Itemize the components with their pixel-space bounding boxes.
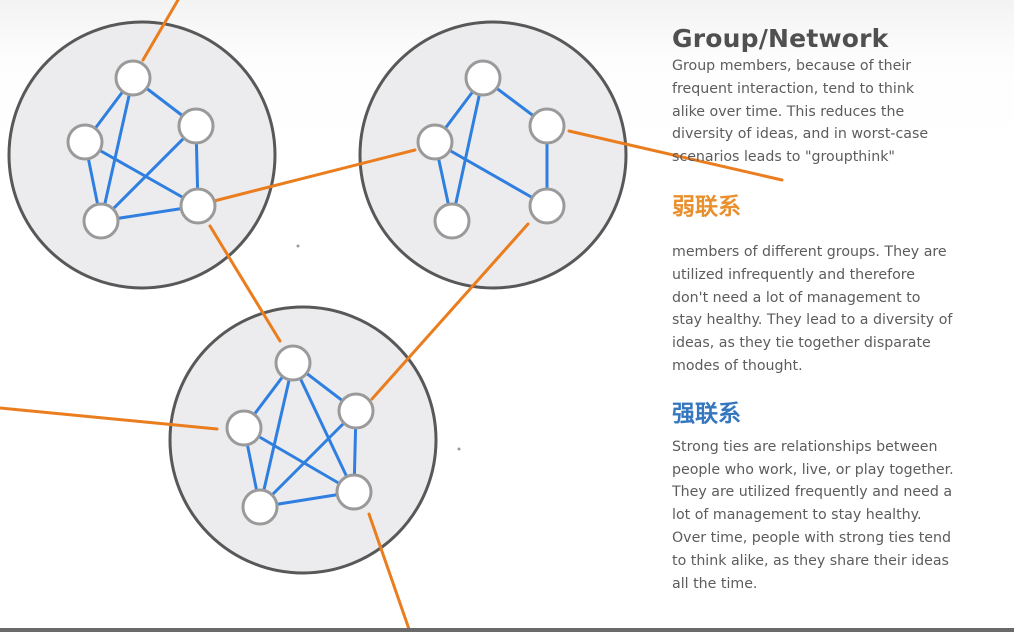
person-node — [464, 59, 502, 97]
group-description: Group members, because of their frequent… — [672, 58, 929, 166]
weak-ties-description: members of different groups. They are ut… — [672, 243, 953, 374]
strong-tie-line — [450, 76, 485, 223]
weak-ties — [0, 0, 784, 632]
weak-tie-line — [141, 0, 180, 62]
weak-tie-line — [0, 406, 219, 431]
person-node — [114, 59, 152, 97]
bottom-rule — [0, 628, 1014, 632]
weak-tie-line — [370, 222, 530, 401]
person-node — [225, 409, 263, 447]
page-title: Group/Network — [672, 24, 889, 53]
person-node — [177, 107, 215, 145]
weak-ties-heading: 弱联系 — [672, 193, 741, 220]
person-node — [82, 202, 120, 240]
weak-tie-line — [567, 129, 784, 182]
strong-tie-line — [99, 124, 198, 223]
stray-dot — [296, 244, 300, 248]
person-node — [433, 202, 471, 240]
person-node — [528, 107, 566, 145]
strong-tie-line — [83, 140, 200, 208]
person-node — [241, 488, 279, 526]
weak-tie-line — [367, 512, 412, 632]
group-circle-top-left — [7, 20, 277, 290]
group-circle-top-right — [358, 20, 628, 290]
strong-tie-line — [433, 140, 549, 208]
weak-tie-line — [208, 224, 282, 343]
person-node — [416, 123, 454, 161]
strong-tie-line — [242, 426, 356, 494]
strong-tie-line — [258, 361, 295, 509]
nodes-group-bottom — [225, 344, 375, 526]
person-node — [274, 344, 312, 382]
text-panel: Group/Network Group members, because of … — [672, 24, 1010, 595]
nodes-group-top-right — [416, 59, 566, 240]
stray-dot — [457, 447, 461, 451]
weak-tie-line — [212, 148, 417, 203]
group-circle-bottom — [168, 305, 438, 575]
strong-tie-line — [291, 361, 356, 494]
person-node — [337, 392, 375, 430]
strong-ties-heading: 强联系 — [672, 400, 741, 427]
person-node — [179, 187, 217, 225]
strong-tie-line — [99, 76, 135, 223]
person-node — [66, 123, 104, 161]
person-node — [528, 187, 566, 225]
strong-ties-description: Strong ties are relationships between pe… — [672, 438, 954, 592]
nodes-group-top-left — [66, 59, 217, 240]
strong-tie-line — [258, 409, 358, 509]
person-node — [335, 473, 373, 511]
